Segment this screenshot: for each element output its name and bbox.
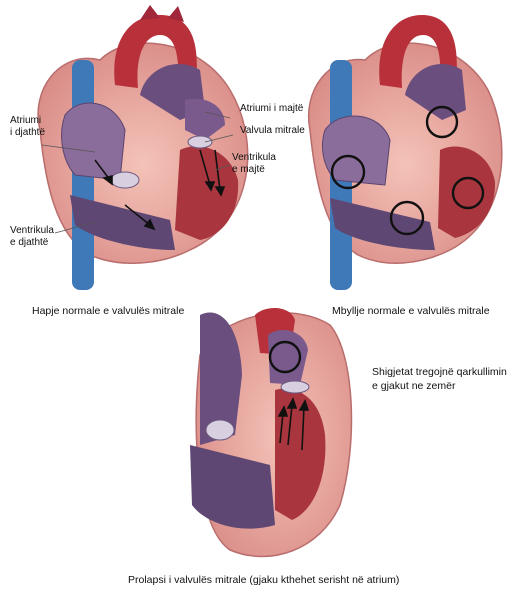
heart-prolapse-illustration — [180, 295, 360, 570]
caption-normal-opening: Hapje normale e valvulës mitrale — [32, 305, 184, 317]
heart-closed-illustration — [290, 0, 514, 300]
label-right-atrium: Atriumi i djathtë — [10, 115, 45, 139]
label-left-ventricle: Ventrikula e majtë — [232, 152, 276, 176]
heart-open-illustration — [0, 0, 270, 300]
arrow-explanation-note: Shigjetat tregojnë qarkullimin e gjakut … — [372, 365, 507, 393]
label-right-ventricle: Ventrikula e djathtë — [10, 225, 54, 249]
caption-prolapse: Prolapsi i valvulës mitrale (gjaku ktheh… — [128, 574, 399, 586]
